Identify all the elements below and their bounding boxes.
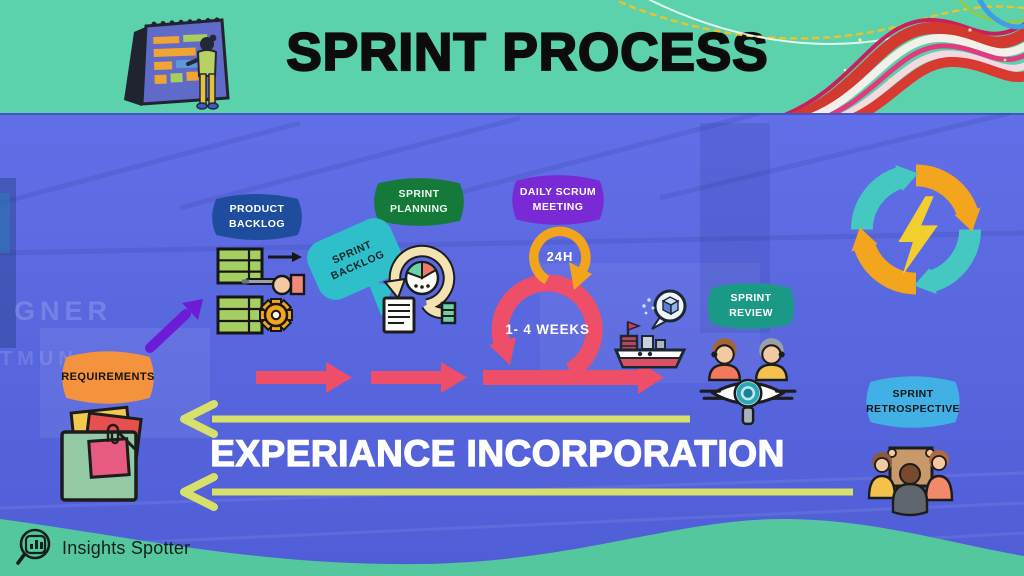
logo-text: Insights Spotter (62, 537, 191, 558)
flow-arrow-3 (483, 361, 664, 394)
sprint-loop-arrow (489, 274, 603, 379)
page-title: SPRINT PROCESS (285, 22, 769, 83)
insights-spotter-logo: Insights Spotter (14, 527, 190, 569)
reviewer-right (754, 338, 788, 382)
lightning-bolt (898, 196, 938, 276)
sprint-retrospective-icon (867, 446, 954, 517)
background-photo-text-tmun: TMUN (0, 348, 78, 370)
ribbon-waves-decoration (618, 0, 1024, 113)
pie-chart (404, 260, 440, 296)
requirements-label: REQUIREMENTS (61, 370, 155, 383)
increment-bubble (651, 289, 687, 330)
magnifier-chart-icon (16, 528, 51, 565)
requirements-to-backlog-arrow (145, 299, 203, 353)
flow-arrows-layer (0, 113, 1024, 576)
sprint-review-icon (699, 338, 797, 426)
experience-arrow-top (180, 400, 690, 438)
daily-loop-label: 24H (546, 249, 574, 264)
sprint-loop-label: 1- 4 WEEKS (505, 322, 590, 337)
daily-scrum-label: DAILY SCRUM MEETING (519, 186, 597, 213)
sprint-review-box: SPRINT REVIEW (702, 281, 800, 331)
task-card (440, 301, 457, 325)
background-photo-text-gner: GNER (14, 296, 113, 326)
daily-scrum-box: DAILY SCRUM MEETING (506, 173, 610, 227)
refine-arrow (268, 252, 302, 262)
increment-ship-icon (613, 289, 687, 369)
product-backlog-box: PRODUCT BACKLOG (206, 192, 308, 242)
bottom-wave-decoration (0, 518, 1024, 576)
daily-loop-arrow (529, 226, 592, 290)
presenter-person (186, 34, 219, 110)
flow-arrow-2 (371, 362, 467, 393)
product-backlog-icon (216, 247, 306, 335)
calendar-illustration (124, 17, 230, 110)
sprint-retrospective-label: SPRINT RETROSPECTIVE (866, 388, 960, 415)
gear (259, 298, 293, 332)
member-right (924, 450, 954, 502)
plan-document (382, 296, 416, 334)
sprint-retrospective-box: SPRINT RETROSPECTIVE (860, 374, 966, 430)
experience-incorporation-text: EXPERIANCE INCORPORATION (210, 432, 785, 474)
sprint-planning-box: SPRINT PLANNING (368, 176, 470, 228)
sprint-planning-icon (382, 244, 457, 334)
sprint-planning-label: SPRINT PLANNING (389, 188, 449, 215)
flow-arrow-1 (256, 362, 352, 393)
iteration-cycle-icon (851, 164, 981, 295)
hand-with-tool (242, 273, 306, 296)
hull (613, 348, 687, 369)
reviewer-left (708, 338, 742, 382)
member-center-back (891, 463, 929, 517)
requirements-box: REQUIREMENTS (56, 349, 160, 406)
sprint-review-label: SPRINT REVIEW (729, 292, 773, 319)
product-backlog-label: PRODUCT BACKLOG (229, 203, 285, 230)
requirements-folder-icon (60, 405, 143, 502)
experience-arrow-bottom (180, 473, 853, 511)
sticky-note (87, 423, 131, 479)
